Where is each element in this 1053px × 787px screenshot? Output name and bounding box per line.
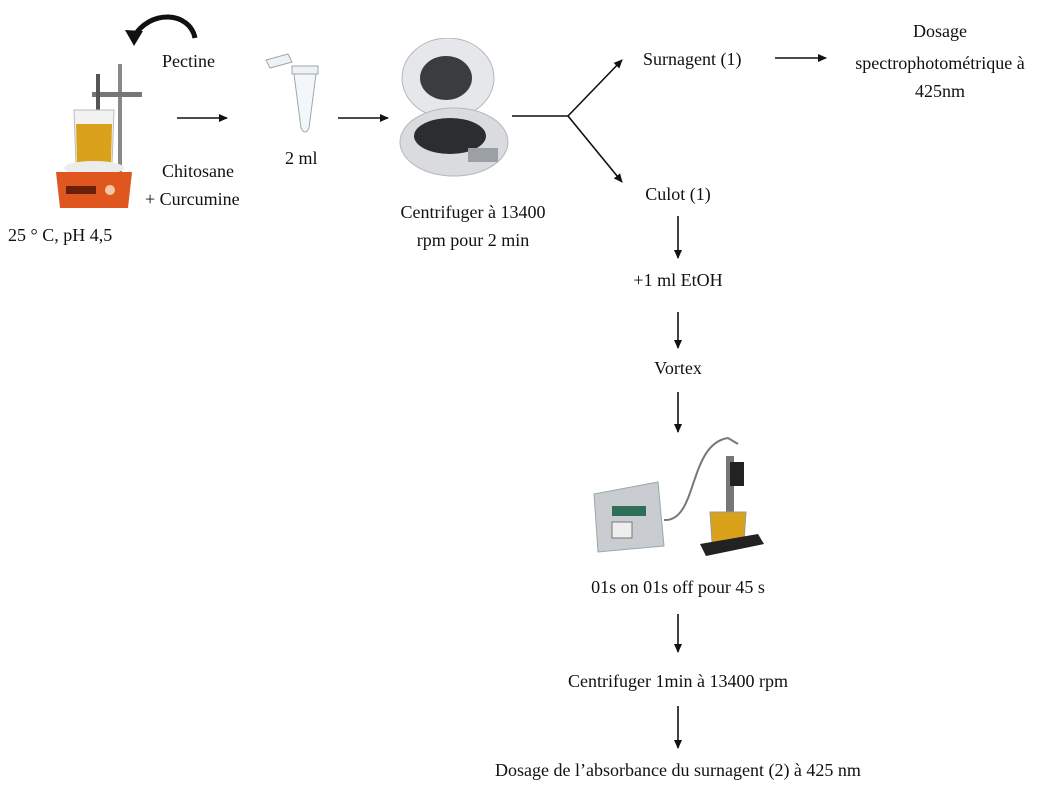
surnagent-label: Surnagent (1): [643, 49, 742, 69]
conditions-label: 25 ° C, pH 4,5: [8, 225, 113, 245]
vortex-label: Vortex: [654, 358, 702, 378]
stirrer-hotplate-image: [56, 64, 142, 208]
chitosane-label: Chitosane: [162, 161, 234, 181]
curved-arrow-icon: [130, 14, 198, 40]
etoh-label: +1 ml EtOH: [633, 270, 723, 290]
final-dosage-label: Dosage de l’absorbance du surnagent (2) …: [495, 760, 861, 780]
curcumine-label: + Curcumine: [145, 189, 240, 209]
sonicator-image: [593, 436, 764, 556]
arrow-to-culot: [567, 115, 623, 183]
dosage-label-line3: 425nm: [914, 81, 965, 101]
volume-label: 2 ml: [285, 148, 318, 168]
sonication-label: 01s on 01s off pour 45 s: [591, 577, 765, 597]
microcentrifuge-image: [399, 38, 509, 177]
culot-label: Culot (1): [645, 184, 711, 204]
centrifuge2-label: Centrifuger 1min à 13400 rpm: [568, 671, 788, 691]
pectine-label: Pectine: [162, 51, 215, 71]
dosage-label-line1: Dosage: [913, 21, 967, 41]
arrow-to-surnagent: [567, 59, 623, 117]
dosage-label-line2: spectrophotométrique à: [855, 53, 1025, 73]
centrifuge-label-line2: rpm pour 2 min: [416, 230, 530, 250]
eppendorf-tube-image: [265, 53, 319, 133]
centrifuge-label-line1: Centrifuger à 13400: [400, 202, 546, 222]
